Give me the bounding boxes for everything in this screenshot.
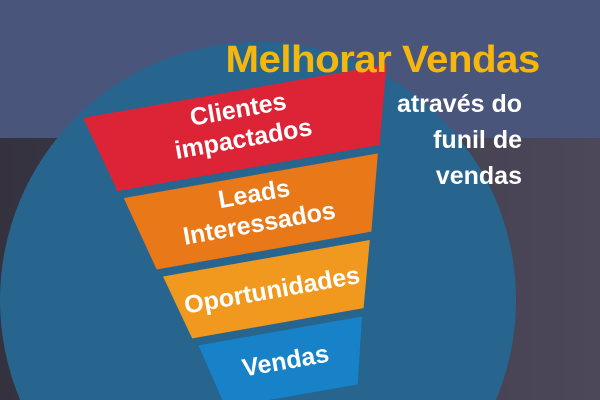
funnel-segment-4-shape [198,316,362,400]
subtitle-line-3: vendas [436,162,522,190]
funnel-segment-2-shape [123,153,378,270]
subtitle-line-1: através do [397,90,522,118]
subtitle-line-2: funil de [433,126,522,154]
funnel-segment-oportunidades[interactable]: Oportunidades [162,240,381,341]
funnel-segment-1-shape [83,64,387,192]
funnel-segment-3-shape [162,240,370,339]
funnel-segment-leads-interessados[interactable]: Leads Interessados [123,153,391,273]
page-title: Melhorar Vendas [226,39,540,81]
funnel-segment-clientes-impactados[interactable]: Clientes impactados [83,64,400,194]
funnel-segment-vendas[interactable]: Vendas [198,316,373,400]
